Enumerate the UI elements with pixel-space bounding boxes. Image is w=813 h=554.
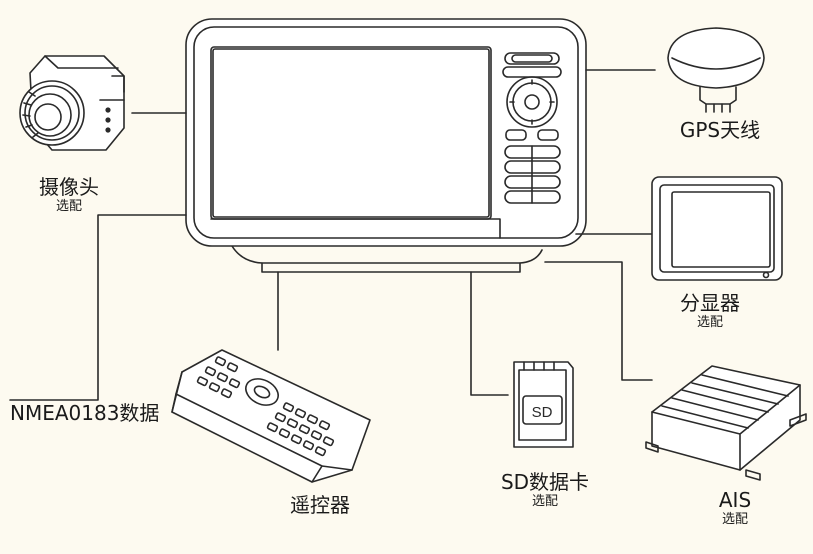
sd-card-label-main: SD数据卡: [500, 470, 590, 494]
camera-icon: [19, 55, 125, 151]
nmea-label: NMEA0183数据: [10, 403, 200, 424]
gps-antenna-icon: [667, 27, 765, 113]
ais-transceiver-icon: [645, 365, 807, 481]
remote-label: 遥控器: [270, 495, 370, 516]
chartplotter-unit: [185, 18, 587, 273]
nmea-label-main: NMEA0183数据: [10, 401, 160, 425]
sd-card-label: SD数据卡 选配: [475, 472, 615, 509]
ais-label-sub: 选配: [721, 512, 748, 527]
remote-label-main: 遥控器: [290, 493, 350, 517]
secondary-display-icon: [651, 176, 783, 281]
camera-label: 摄像头 选配: [24, 177, 114, 214]
connection-lines: [9, 69, 656, 401]
remote-control-icon: [171, 349, 371, 483]
camera-label-main: 摄像头: [39, 175, 99, 199]
sd-card-face-text: SD: [532, 404, 553, 421]
ais-label-main: AIS: [718, 488, 752, 512]
gps-label: GPS天线: [655, 120, 785, 141]
gps-label-main: GPS天线: [679, 118, 761, 142]
secondary-display-label-sub: 选配: [696, 315, 723, 330]
sd-card-icon: [513, 361, 574, 448]
secondary-display-label: 分显器 选配: [665, 293, 755, 330]
ais-label: AIS 选配: [700, 490, 770, 527]
sd-card-label-sub: 选配: [531, 494, 558, 509]
secondary-display-label-main: 分显器: [680, 291, 740, 315]
camera-label-sub: 选配: [55, 199, 82, 214]
